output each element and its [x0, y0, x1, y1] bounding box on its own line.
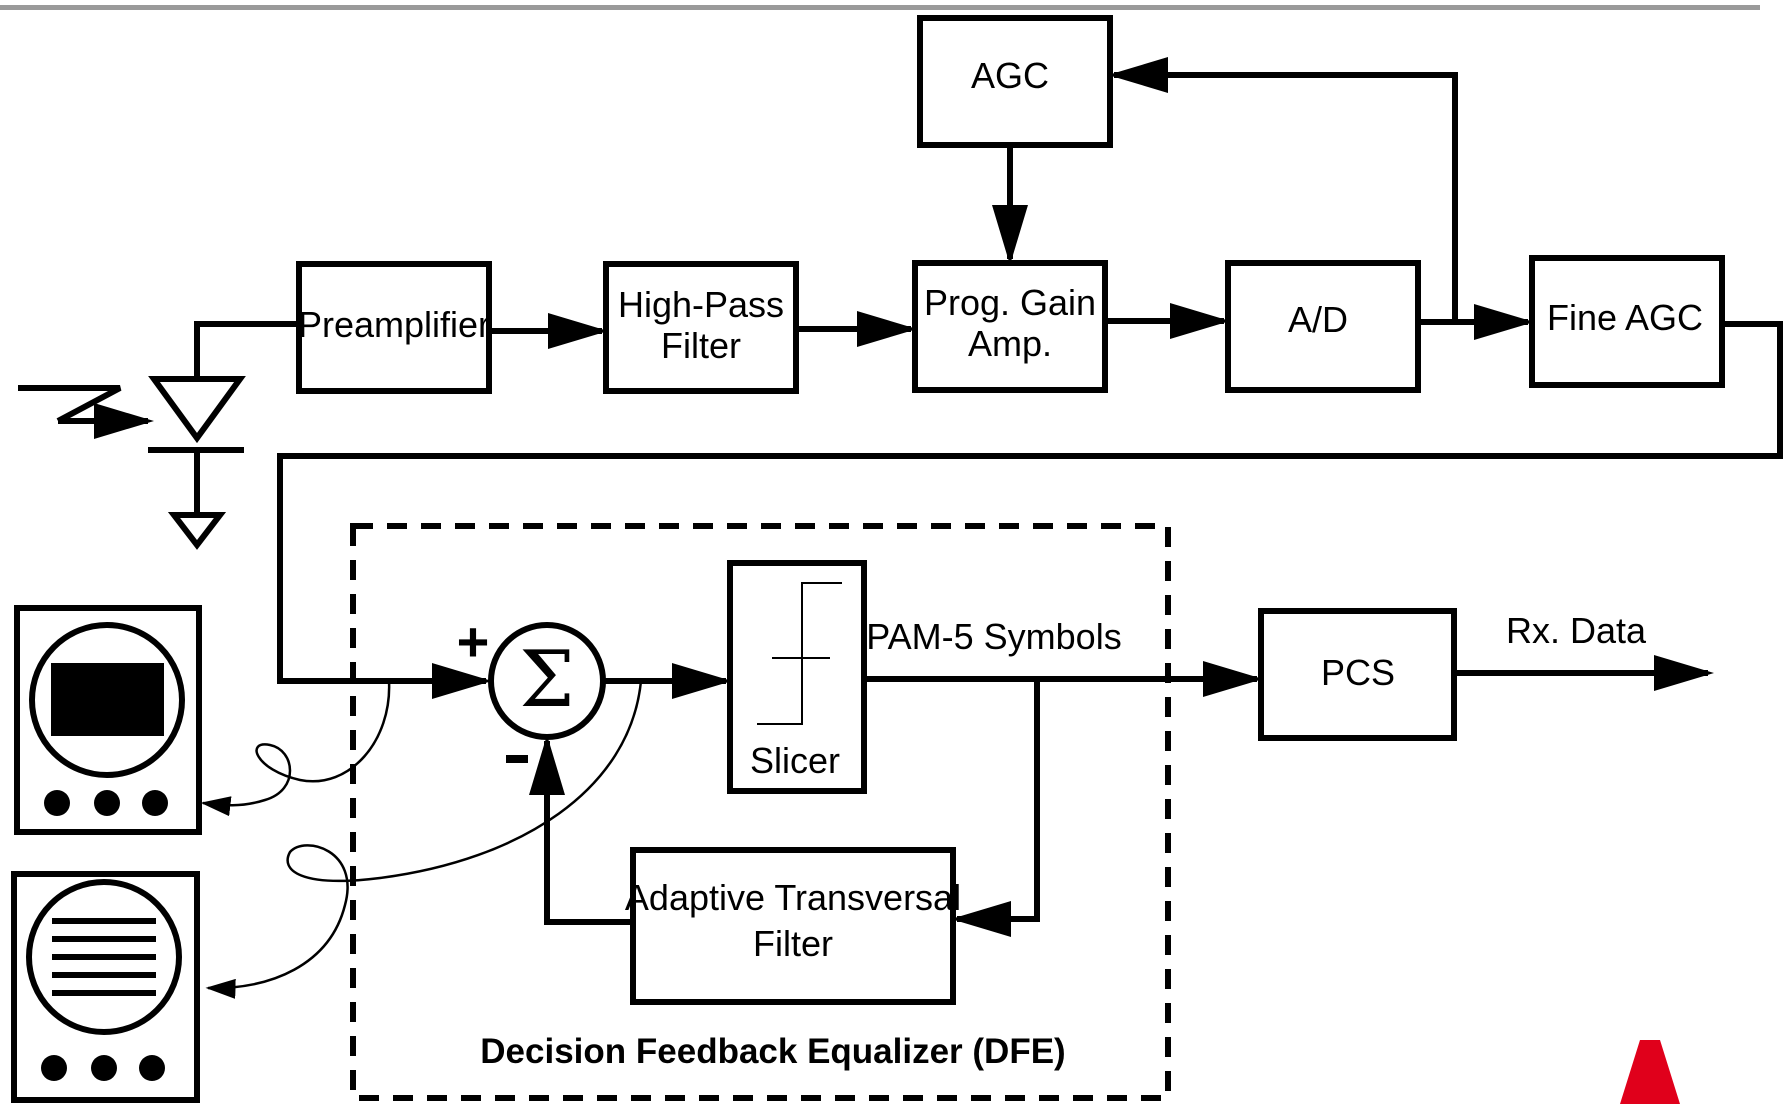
oscilloscope-icon	[14, 605, 202, 835]
preamplifier-label: Preamplifier	[298, 304, 490, 345]
wire-filter-sum	[529, 735, 633, 925]
probe-cable-bottom	[205, 680, 643, 999]
fine-agc-label: Fine AGC	[1547, 297, 1703, 338]
pcs-block: PCS	[1258, 608, 1457, 741]
high-pass-filter-block: High-Pass Filter	[603, 261, 799, 394]
dfe-title: Decision Feedback Equalizer (DFE)	[480, 1032, 1065, 1071]
fine-agc-block: Fine AGC	[1529, 255, 1725, 388]
top-rule	[0, 5, 1760, 10]
adaptive-filter-label-line1: Adaptive Transversal	[625, 877, 961, 918]
ad-label: A/D	[1288, 299, 1348, 340]
dfe-boundary	[350, 523, 1171, 1101]
adaptive-transversal-filter-block: Adaptive Transversal Filter	[625, 847, 961, 1005]
agc-label: AGC	[971, 55, 1049, 96]
prog-gain-label-line2: Amp.	[968, 323, 1052, 364]
pam5-label: PAM-5 Symbols	[866, 616, 1121, 657]
oscilloscope-icon	[11, 871, 200, 1103]
slicer-block: Slicer	[727, 560, 867, 794]
high-pass-label-line1: High-Pass	[618, 284, 784, 325]
probe-cable-top	[200, 680, 391, 817]
wire-feedback-agc	[1108, 57, 1458, 322]
rx-data-label: Rx. Data	[1506, 610, 1647, 651]
ad-converter-block: A/D	[1225, 260, 1421, 393]
wire-slicer-filter	[951, 679, 1040, 937]
agc-block: AGC	[917, 15, 1113, 148]
ground-icon	[167, 450, 227, 550]
slicer-label: Slicer	[750, 740, 840, 781]
logo-icon	[1620, 1040, 1680, 1104]
wire-fineagc-sum	[277, 321, 1783, 699]
high-pass-label-line2: Filter	[661, 325, 741, 366]
adaptive-filter-label-line2: Filter	[753, 923, 833, 964]
summing-junction: Σ	[488, 622, 606, 740]
plus-sign: +	[457, 610, 490, 673]
preamplifier-block: Preamplifier	[296, 261, 492, 394]
wire-diode-preamp	[194, 321, 299, 377]
pcs-label: PCS	[1321, 652, 1395, 693]
minus-sign	[506, 755, 528, 763]
prog-gain-amp-block: Prog. Gain Amp.	[912, 260, 1108, 393]
slicer-step-icon	[757, 582, 842, 725]
sigma-symbol: Σ	[519, 635, 574, 725]
prog-gain-label-line1: Prog. Gain	[924, 282, 1096, 323]
photodiode-icon	[18, 376, 246, 453]
